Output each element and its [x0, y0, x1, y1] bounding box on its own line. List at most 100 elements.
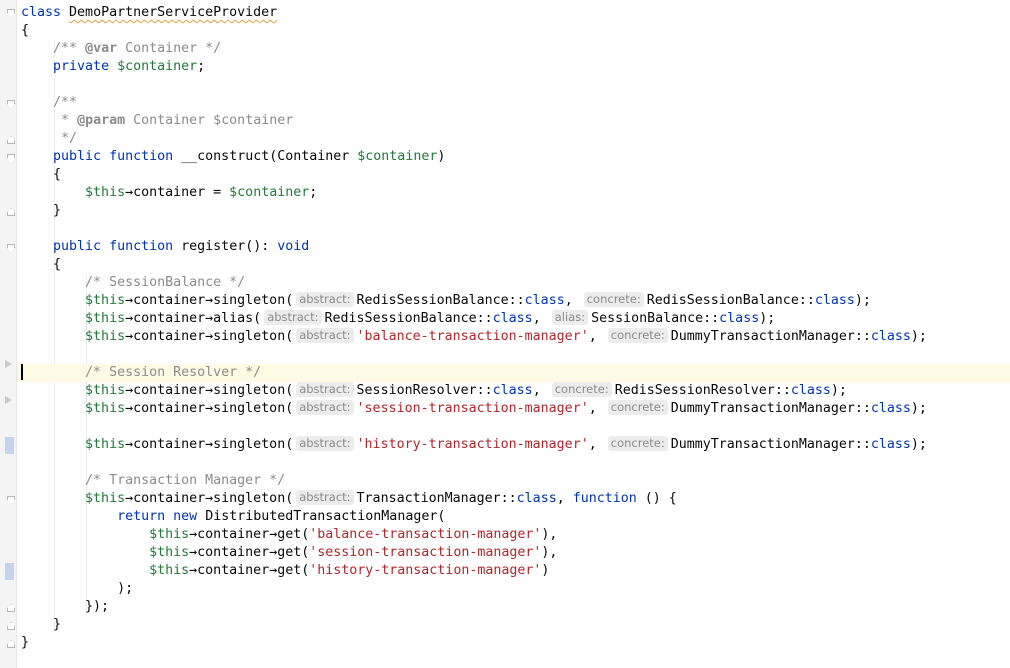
string-literal: 'balance-transaction-manager'	[309, 527, 542, 542]
parameter-hint: concrete:	[607, 436, 668, 451]
fold-end-icon[interactable]	[7, 208, 15, 216]
code-line: $this→container→singleton(abstract:'sess…	[17, 400, 1010, 418]
code-line: /* Transaction Manager */	[17, 472, 1010, 490]
vcs-change-marker[interactable]	[5, 563, 14, 580]
fold-end-icon[interactable]	[7, 640, 15, 648]
keyword: class	[814, 293, 855, 308]
keyword: class	[524, 293, 565, 308]
string-literal: 'session-transaction-manager'	[309, 545, 542, 560]
code-line: $this→container→singleton(abstract:'bala…	[17, 328, 1010, 346]
keyword: public	[53, 149, 102, 164]
parameter-hint: concrete:	[583, 292, 644, 307]
variable: $container	[229, 185, 310, 200]
fold-toggle-icon[interactable]	[7, 154, 15, 162]
collapsed-region-icon[interactable]	[5, 396, 12, 404]
brace: {	[53, 167, 62, 182]
variable: $this	[85, 437, 126, 452]
code-line: $this→container→get('history-transaction…	[17, 562, 1010, 580]
operator: ::	[500, 491, 517, 506]
doc-tag: @var	[85, 41, 118, 56]
keyword: class	[790, 383, 831, 398]
operator: ::	[854, 329, 871, 344]
punctuation: );	[854, 293, 871, 308]
code-line	[17, 220, 1010, 238]
fold-toggle-icon[interactable]	[7, 244, 15, 252]
comment: /* SessionBalance */	[85, 275, 246, 290]
fold-toggle-icon[interactable]	[7, 9, 15, 17]
code-line: /**	[17, 94, 1010, 112]
variable: $this	[85, 293, 126, 308]
variable: $this	[85, 401, 126, 416]
code-line: */	[17, 130, 1010, 148]
code-line: {	[17, 256, 1010, 274]
keyword: private	[53, 59, 110, 74]
text-caret	[21, 364, 23, 380]
punctuation: ,	[588, 401, 597, 416]
code-line: }	[17, 616, 1010, 634]
doc-comment: /**	[53, 41, 86, 56]
collapsed-region-icon[interactable]	[5, 360, 12, 368]
fold-toggle-icon[interactable]	[7, 496, 15, 504]
operator: ::	[798, 293, 815, 308]
fold-end-icon[interactable]	[7, 622, 15, 630]
indent-guide	[54, 40, 55, 630]
variable: $this	[85, 383, 126, 398]
code-line: public function __construct(Container $c…	[17, 148, 1010, 166]
vcs-change-marker[interactable]	[5, 437, 14, 454]
punctuation: );	[910, 401, 927, 416]
operator: =	[205, 185, 230, 200]
keyword: function	[572, 491, 637, 506]
parameter-hint: abstract:	[296, 328, 354, 343]
property: →container	[125, 293, 206, 308]
parameter-hint: abstract:	[264, 310, 322, 325]
code-line	[17, 418, 1010, 436]
code-line: {	[17, 166, 1010, 184]
operator: ::	[854, 437, 871, 452]
keyword: function	[109, 149, 174, 164]
keyword: class	[719, 311, 760, 326]
parameter-hint: concrete:	[607, 400, 668, 415]
doc-comment: *	[53, 113, 78, 128]
punctuation: );	[910, 437, 927, 452]
code-line: $this→container→alias(abstract:RedisSess…	[17, 310, 1010, 328]
variable: $this	[149, 545, 190, 560]
parameter-hint: abstract:	[296, 490, 354, 505]
code-line	[17, 454, 1010, 472]
punctuation: ;	[197, 59, 206, 74]
code-line: * @param Container $container	[17, 112, 1010, 130]
punctuation: ,	[588, 329, 597, 344]
code-editor[interactable]: class DemoPartnerServiceProvider { /** @…	[17, 4, 1010, 652]
property: →container	[125, 401, 206, 416]
method-call: →singleton(	[205, 437, 294, 452]
parameter-hint: abstract:	[296, 292, 354, 307]
punctuation: )	[437, 149, 446, 164]
method-call: →get(	[269, 563, 310, 578]
operator: ::	[508, 293, 525, 308]
parameter-hint: abstract:	[296, 436, 354, 451]
fold-end-icon[interactable]	[7, 604, 15, 612]
punctuation: ),	[541, 527, 558, 542]
method-signature: __construct(Container	[181, 149, 358, 164]
punctuation: () {	[636, 491, 677, 506]
keyword: class	[870, 437, 911, 452]
method-call: →alias(	[205, 311, 262, 326]
property: →container	[189, 545, 270, 560]
keyword: class	[492, 383, 533, 398]
method-call: →singleton(	[205, 383, 294, 398]
punctuation: ),	[541, 545, 558, 560]
class-ref: RedisSessionBalance	[324, 311, 477, 326]
method-call: →singleton(	[205, 293, 294, 308]
class-ref: DistributedTransactionManager(	[205, 509, 446, 524]
code-line: }	[17, 634, 1010, 652]
method-call: →singleton(	[205, 401, 294, 416]
property: →container	[189, 563, 270, 578]
fold-end-icon[interactable]	[7, 136, 15, 144]
fold-toggle-icon[interactable]	[7, 100, 15, 108]
punctuation: ,	[564, 293, 573, 308]
code-line: });	[17, 598, 1010, 616]
string-literal: 'history-transaction-manager'	[356, 437, 589, 452]
variable: $this	[149, 563, 190, 578]
property: →container	[125, 311, 206, 326]
property: →container	[189, 527, 270, 542]
variable: $container	[357, 149, 438, 164]
